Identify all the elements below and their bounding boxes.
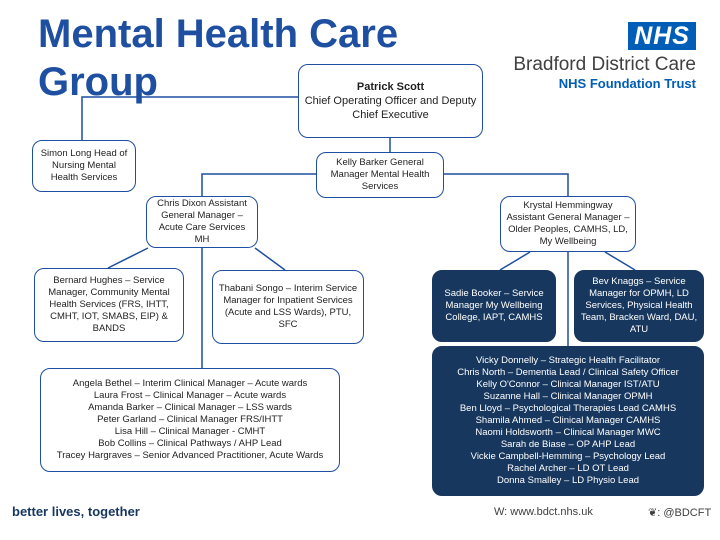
- simon-text: Simon Long Head of Nursing Mental Health…: [40, 148, 128, 183]
- chris-text: Chris Dixon Assistant General Manager – …: [157, 198, 247, 245]
- nhs-logo: NHS: [628, 22, 696, 50]
- title-line-1: Mental Health Care: [38, 12, 399, 56]
- connector-patrick-simon: [81, 96, 312, 140]
- connector-kelly-chris: [201, 173, 316, 196]
- org-box-simon-long: Simon Long Head of Nursing Mental Health…: [32, 140, 136, 192]
- footer-twitter-handle[interactable]: ❦: @BDCFT: [648, 506, 711, 519]
- connector-kelly-krystal: [444, 173, 569, 196]
- bernard-text: Bernard Hughes – Service Manager, Commun…: [48, 275, 170, 334]
- org-box-older-peoples-team: Vicky Donnelly – Strategic Health Facili…: [432, 346, 704, 496]
- org-box-acute-team: Angela Bethel – Interim Clinical Manager…: [40, 368, 340, 472]
- connector-krystal-sadie: [499, 251, 531, 271]
- older-team-member: Rachel Archer – LD OT Lead: [507, 463, 629, 474]
- acute-team-member: Angela Bethel – Interim Clinical Manager…: [72, 378, 308, 389]
- org-box-chris-dixon: Chris Dixon Assistant General Manager – …: [146, 196, 258, 248]
- acute-team-member: Amanda Barker – Clinical Manager – LSS w…: [88, 402, 292, 413]
- kelly-text: Kelly Barker General Manager Mental Heal…: [330, 157, 430, 192]
- older-team-member: Sarah de Biase – OP AHP Lead: [500, 439, 636, 450]
- older-team-member: Shamila Ahmed – Clinical Manager CAMHS: [475, 415, 661, 426]
- org-box-bev-knaggs: Bev Knaggs – Service Manager for OPMH, L…: [574, 270, 704, 342]
- org-box-krystal-hemmingway: Krystal Hemmingway Assistant General Man…: [500, 196, 636, 252]
- org-box-thabani-songo: Thabani Songo – Interim Service Manager …: [212, 270, 364, 344]
- sadie-text: Sadie Booker – Service Manager My Wellbe…: [444, 288, 544, 323]
- org-box-bernard-hughes: Bernard Hughes – Service Manager, Commun…: [34, 268, 184, 342]
- older-team-member: Donna Smalley – LD Physio Lead: [496, 475, 640, 486]
- krystal-text: Krystal Hemmingway Assistant General Man…: [506, 200, 630, 247]
- footer: better lives, together W: www.bdct.nhs.u…: [0, 498, 720, 540]
- twitter-text: : @BDCFT: [657, 507, 712, 519]
- page-title: Mental Health Care Group: [38, 10, 398, 106]
- connector-chris-thabani: [254, 247, 286, 271]
- org-box-kelly-barker: Kelly Barker General Manager Mental Heal…: [316, 152, 444, 198]
- patrick-role: Chief Operating Officer and Deputy Chief…: [304, 95, 477, 121]
- older-team-member: Vicky Donnelly – Strategic Health Facili…: [475, 355, 661, 366]
- acute-team-member: Bob Collins – Clinical Pathways / AHP Le…: [98, 438, 282, 449]
- trust-logo: NHS Bradford District Care NHS Foundatio…: [506, 22, 696, 92]
- older-team-member: Kelly O'Connor – Clinical Manager IST/AT…: [476, 379, 660, 390]
- patrick-name: Patrick Scott: [356, 81, 425, 93]
- acute-team-member: Lisa Hill – Clinical Manager - CMHT: [114, 426, 266, 437]
- bev-text: Bev Knaggs – Service Manager for OPMH, L…: [580, 276, 698, 335]
- footer-website[interactable]: W: www.bdct.nhs.uk: [494, 506, 593, 518]
- older-team-member: Chris North – Dementia Lead / Clinical S…: [457, 367, 679, 378]
- older-team-member: Suzanne Hall – Clinical Manager OPMH: [483, 391, 653, 402]
- org-box-patrick-scott: Patrick Scott Chief Operating Officer an…: [298, 64, 483, 138]
- older-team-member: Ben Lloyd – Psychological Therapies Lead…: [459, 403, 677, 414]
- trust-name: Bradford District Care: [513, 54, 696, 75]
- acute-team-member: Tracey Hargraves – Senior Advanced Pract…: [56, 450, 324, 461]
- older-team-member: Naomi Holdsworth – Clinical Manager MWC: [475, 427, 661, 438]
- footer-slogan: better lives, together: [12, 504, 140, 519]
- acute-team-member: Peter Garland – Clinical Manager FRS/IHT…: [97, 414, 283, 425]
- connector-krystal-bev: [604, 251, 636, 271]
- acute-team-member: Laura Frost – Clinical Manager – Acute w…: [93, 390, 287, 401]
- thabani-text: Thabani Songo – Interim Service Manager …: [218, 283, 358, 330]
- trust-subtitle: NHS Foundation Trust: [558, 76, 696, 91]
- twitter-icon: ❦: [648, 507, 658, 519]
- older-team-member: Vickie Campbell-Hemming – Psychology Lea…: [470, 451, 666, 462]
- connector-chris-bernard: [107, 247, 149, 269]
- org-box-sadie-booker: Sadie Booker – Service Manager My Wellbe…: [432, 270, 556, 342]
